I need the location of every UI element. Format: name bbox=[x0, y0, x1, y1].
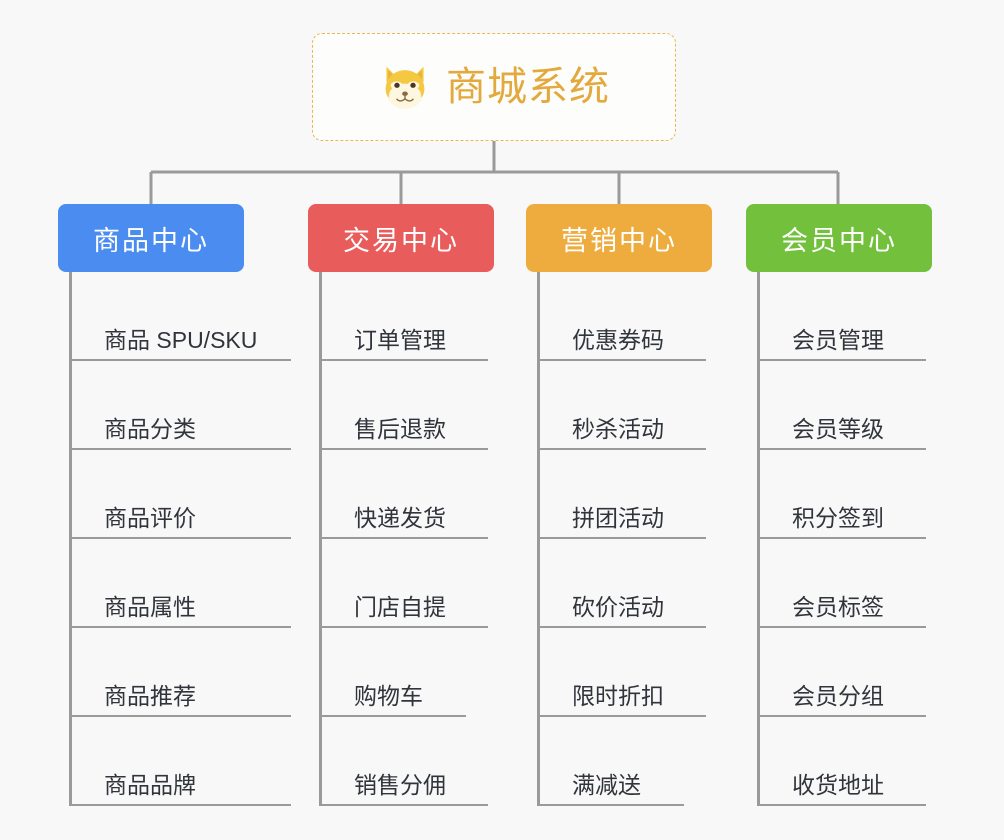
leaf-item-label: 快递发货 bbox=[354, 504, 446, 531]
leaf-item[interactable]: 会员管理 bbox=[760, 272, 926, 361]
leaf-item-label: 会员管理 bbox=[792, 326, 884, 353]
branch-item-list: 商品 SPU/SKU 商品分类 商品评价 商品属性 商品推荐 商品品牌 bbox=[69, 272, 291, 806]
leaf-item[interactable]: 订单管理 bbox=[322, 272, 488, 361]
leaf-item[interactable]: 会员分组 bbox=[760, 628, 926, 717]
leaf-item-label: 拼团活动 bbox=[572, 504, 664, 531]
leaf-item[interactable]: 限时折扣 bbox=[540, 628, 706, 717]
leaf-item-label: 砍价活动 bbox=[572, 593, 664, 620]
branch-header-label: 商品中心 bbox=[93, 225, 209, 256]
branch-column-marketing-center: 营销中心 优惠券码 秒杀活动 拼团活动 砍价活动 限时折扣 满减送 bbox=[526, 204, 712, 806]
branch-header-product-center[interactable]: 商品中心 bbox=[58, 204, 244, 272]
leaf-item-label: 会员标签 bbox=[792, 593, 884, 620]
leaf-item-label: 门店自提 bbox=[354, 593, 446, 620]
leaf-item-label: 订单管理 bbox=[354, 326, 446, 353]
leaf-item-label: 限时折扣 bbox=[572, 682, 664, 709]
leaf-item-label: 秒杀活动 bbox=[572, 415, 664, 442]
leaf-item-label: 会员分组 bbox=[792, 682, 884, 709]
leaf-item[interactable]: 门店自提 bbox=[322, 539, 488, 628]
leaf-item[interactable]: 购物车 bbox=[322, 628, 466, 717]
branch-header-trade-center[interactable]: 交易中心 bbox=[308, 204, 494, 272]
branch-header-marketing-center[interactable]: 营销中心 bbox=[526, 204, 712, 272]
shiba-dog-face-icon bbox=[385, 66, 425, 109]
root-title: 商城系统 bbox=[446, 65, 610, 109]
leaf-item[interactable]: 商品推荐 bbox=[72, 628, 291, 717]
leaf-item[interactable]: 满减送 bbox=[540, 717, 684, 806]
branch-item-list: 优惠券码 秒杀活动 拼团活动 砍价活动 限时折扣 满减送 bbox=[537, 272, 712, 806]
leaf-item-label: 购物车 bbox=[354, 682, 423, 709]
leaf-item-label: 商品推荐 bbox=[104, 682, 196, 709]
leaf-item[interactable]: 销售分佣 bbox=[322, 717, 488, 806]
leaf-item[interactable]: 砍价活动 bbox=[540, 539, 706, 628]
leaf-item[interactable]: 售后退款 bbox=[322, 361, 488, 450]
leaf-item[interactable]: 积分签到 bbox=[760, 450, 926, 539]
leaf-item[interactable]: 商品评价 bbox=[72, 450, 291, 539]
leaf-item[interactable]: 商品分类 bbox=[72, 361, 291, 450]
leaf-item[interactable]: 收货地址 bbox=[760, 717, 926, 806]
leaf-item-label: 优惠券码 bbox=[572, 326, 664, 353]
leaf-item-label: 满减送 bbox=[572, 771, 641, 798]
branch-column-member-center: 会员中心 会员管理 会员等级 积分签到 会员标签 会员分组 收货地址 bbox=[746, 204, 932, 806]
leaf-item-label: 销售分佣 bbox=[354, 771, 446, 798]
branch-header-label: 会员中心 bbox=[781, 225, 897, 256]
branch-column-product-center: 商品中心 商品 SPU/SKU 商品分类 商品评价 商品属性 商品推荐 商品品牌 bbox=[58, 204, 291, 806]
branch-item-list: 会员管理 会员等级 积分签到 会员标签 会员分组 收货地址 bbox=[757, 272, 932, 806]
leaf-item[interactable]: 快递发货 bbox=[322, 450, 488, 539]
leaf-item-label: 商品属性 bbox=[104, 593, 196, 620]
root-node[interactable]: 商城系统 bbox=[312, 33, 676, 141]
leaf-item[interactable]: 会员等级 bbox=[760, 361, 926, 450]
leaf-item-label: 会员等级 bbox=[792, 415, 884, 442]
branch-header-label: 营销中心 bbox=[561, 225, 677, 256]
leaf-item-label: 商品 SPU/SKU bbox=[104, 326, 258, 353]
leaf-item[interactable]: 秒杀活动 bbox=[540, 361, 706, 450]
leaf-item-label: 收货地址 bbox=[792, 771, 884, 798]
leaf-item-label: 商品评价 bbox=[104, 504, 196, 531]
leaf-item[interactable]: 会员标签 bbox=[760, 539, 926, 628]
leaf-item[interactable]: 商品属性 bbox=[72, 539, 291, 628]
leaf-item-label: 商品品牌 bbox=[104, 771, 196, 798]
leaf-item[interactable]: 优惠券码 bbox=[540, 272, 706, 361]
leaf-item[interactable]: 商品 SPU/SKU bbox=[72, 272, 291, 361]
leaf-item-label: 商品分类 bbox=[104, 415, 196, 442]
leaf-item-label: 积分签到 bbox=[792, 504, 884, 531]
leaf-item[interactable]: 商品品牌 bbox=[72, 717, 291, 806]
branch-column-trade-center: 交易中心 订单管理 售后退款 快递发货 门店自提 购物车 销售分佣 bbox=[308, 204, 494, 806]
branch-item-list: 订单管理 售后退款 快递发货 门店自提 购物车 销售分佣 bbox=[319, 272, 494, 806]
leaf-item[interactable]: 拼团活动 bbox=[540, 450, 706, 539]
branch-header-member-center[interactable]: 会员中心 bbox=[746, 204, 932, 272]
leaf-item-label: 售后退款 bbox=[354, 415, 446, 442]
branch-header-label: 交易中心 bbox=[343, 225, 459, 256]
